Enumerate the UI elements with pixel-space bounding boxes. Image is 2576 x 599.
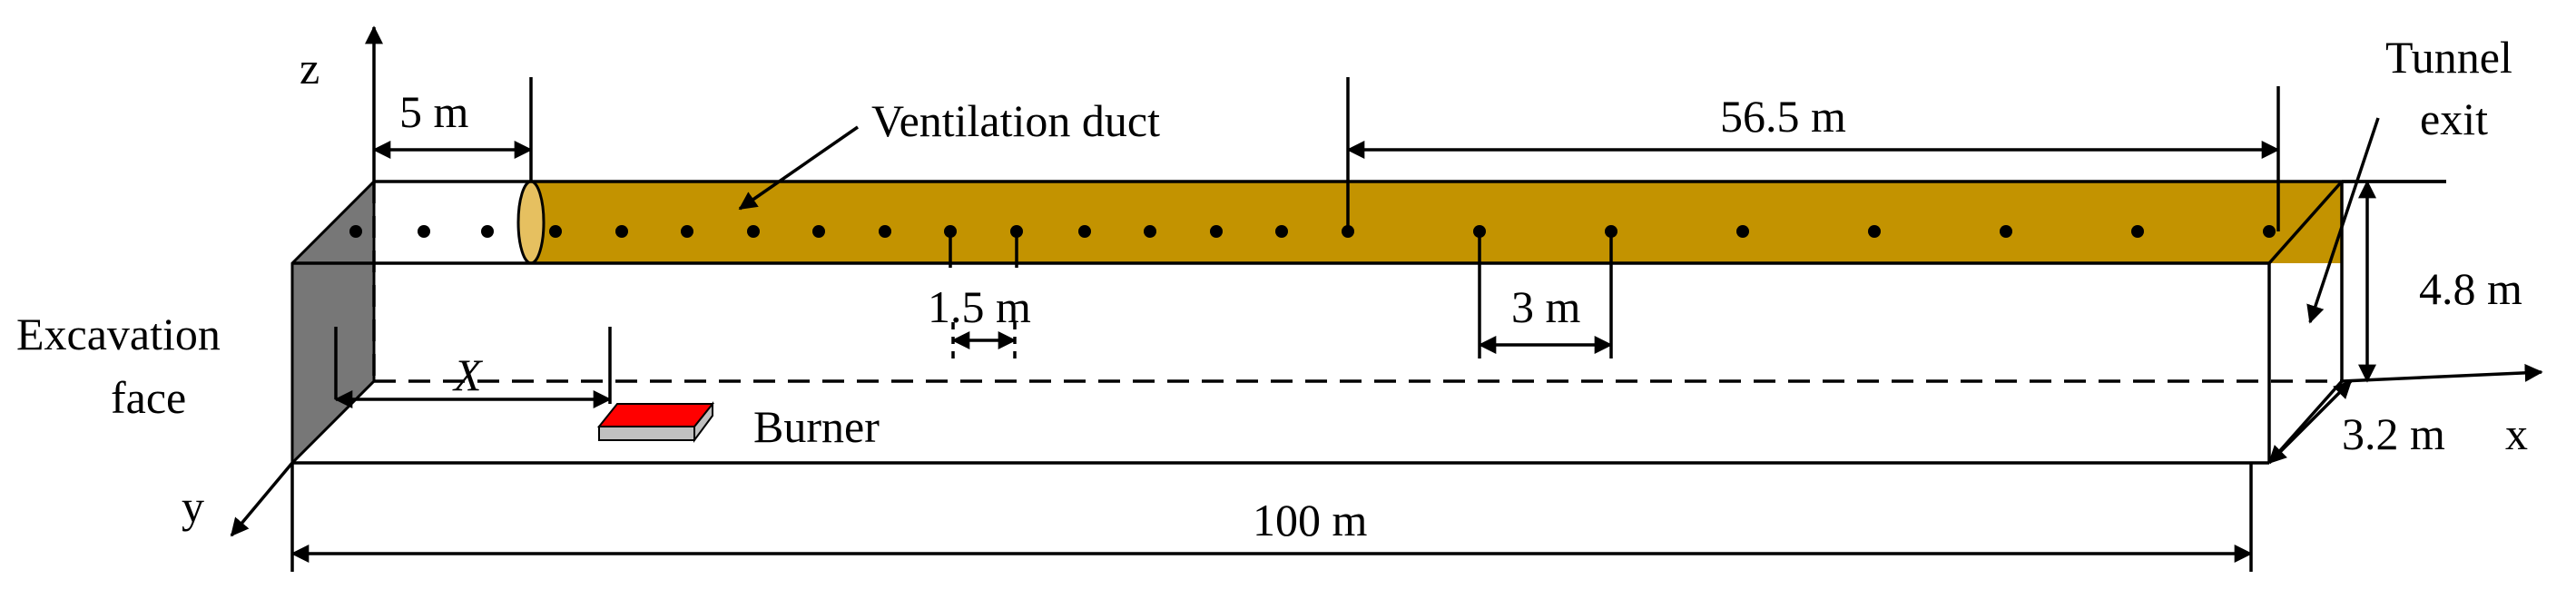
burner-label: Burner xyxy=(753,401,880,452)
sensor-dot xyxy=(1144,225,1156,238)
dim-100m-label: 100 m xyxy=(1253,495,1368,545)
sensor-dot xyxy=(747,225,760,238)
dim-56-5m xyxy=(1346,77,2280,231)
excavation-face xyxy=(290,178,376,466)
sensor-dot xyxy=(1210,225,1223,238)
y-axis-line xyxy=(230,461,294,537)
sensor-dot xyxy=(549,225,562,238)
ventilation-duct-body xyxy=(531,182,2342,263)
tunnel-exit-label-2: exit xyxy=(2420,93,2488,144)
dim-56-5m-label: 56.5 m xyxy=(1720,91,1846,142)
dim-100m xyxy=(290,463,2253,572)
sensor-dot xyxy=(1275,225,1288,238)
x-axis-line xyxy=(2341,363,2543,383)
dim-1-5m xyxy=(951,322,1017,358)
sensor-dot xyxy=(349,225,362,238)
ventilation-duct-start xyxy=(516,180,546,265)
z-axis-label: z xyxy=(300,43,320,93)
dim-3-2m-arrow xyxy=(2267,379,2353,465)
hidden-edges xyxy=(372,182,2342,383)
sensor-dot xyxy=(1078,225,1091,238)
excavation-face-label-2: face xyxy=(111,372,186,423)
sensor-dot xyxy=(418,225,430,238)
duct-leader-arrow xyxy=(738,125,859,211)
sensor-dot xyxy=(615,225,628,238)
ventilation-duct-label: Ventilation duct xyxy=(871,95,1160,146)
dim-1-5m-label: 1.5 m xyxy=(928,281,1031,332)
tunnel-exit-label-1: Tunnel xyxy=(2385,32,2512,83)
sensor-dot xyxy=(681,225,693,238)
dim-3-2m-label: 3.2 m xyxy=(2342,408,2445,459)
sensor-dot xyxy=(2000,225,2012,238)
sensor-dot xyxy=(2131,225,2144,238)
sensor-dots xyxy=(349,225,2276,238)
dim-3m-label: 3 m xyxy=(1511,281,1581,332)
burner-icon xyxy=(596,401,715,444)
dim-x-burner xyxy=(334,327,612,408)
sensor-dot xyxy=(812,225,825,238)
sensor-dot xyxy=(1868,225,1881,238)
excavation-face-label-1: Excavation xyxy=(16,309,221,359)
x-distance-label: X xyxy=(452,349,484,400)
dim-5m-label: 5 m xyxy=(399,86,469,137)
x-axis-label: x xyxy=(2505,408,2528,459)
sensor-dot xyxy=(1736,225,1749,238)
y-axis-label: y xyxy=(182,481,204,532)
sensor-dot xyxy=(2263,225,2276,238)
sensor-dot xyxy=(879,225,891,238)
dim-4-8m-label: 4.8 m xyxy=(2419,263,2522,314)
exit-leader-arrow xyxy=(2306,117,2380,324)
dim-5m xyxy=(372,77,533,182)
sensor-dot xyxy=(481,225,494,238)
